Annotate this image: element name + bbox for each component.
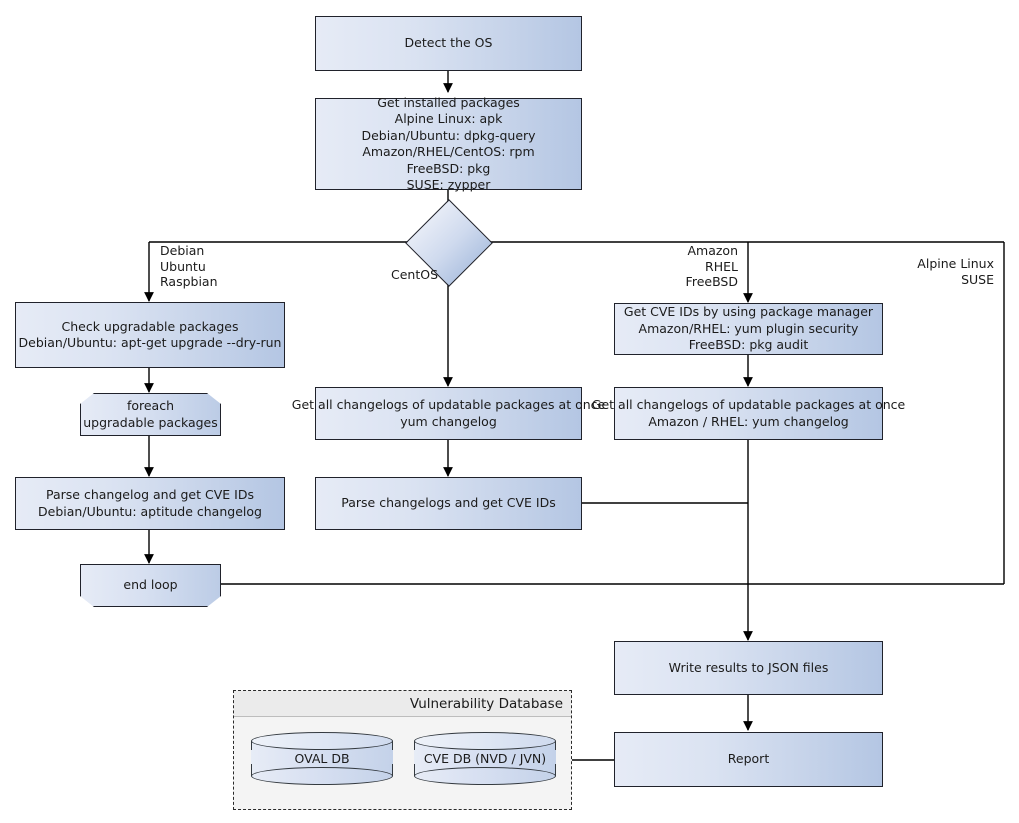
node-detect-the-os[interactable]: Detect the OS <box>315 16 582 71</box>
node-label-multiline: Get CVE IDs by using package manager Ama… <box>623 304 874 353</box>
cylinder-cap <box>251 750 393 764</box>
node-foreach-upgradable-packages[interactable]: foreach upgradable packages <box>80 393 221 436</box>
branch-label-centos: CentOS <box>390 267 438 282</box>
node-label: end loop <box>123 577 178 593</box>
node-check-upgradable-packages[interactable]: Check upgradable packages Debian/Ubuntu:… <box>15 302 285 368</box>
branch-label-amazon: Amazon RHEL FreeBSD <box>685 243 738 289</box>
db-cylinder-cve[interactable]: CVE DB (NVD / JVN) <box>414 732 556 785</box>
node-write-results-json[interactable]: Write results to JSON files <box>614 641 883 695</box>
node-parse-changelogs-centos[interactable]: Parse changelogs and get CVE IDs <box>315 477 582 530</box>
cylinder-bottom <box>251 767 393 785</box>
node-label: Report <box>727 751 770 767</box>
node-label-multiline: Get installed packages Alpine Linux: apk… <box>361 94 536 193</box>
node-get-cve-ids-package-manager[interactable]: Get CVE IDs by using package manager Ama… <box>614 303 883 355</box>
node-label: Write results to JSON files <box>668 659 829 675</box>
cylinder-bottom <box>414 767 556 785</box>
node-get-installed-packages[interactable]: Get installed packages Alpine Linux: apk… <box>315 95 582 192</box>
cylinder-top <box>414 732 556 750</box>
branch-label-alpine: Alpine Linux SUSE <box>917 256 994 287</box>
db-label: CVE DB (NVD / JVN) <box>423 751 547 766</box>
group-vulnerability-database: Vulnerability Database OVAL DB CVE DB (N… <box>233 690 572 810</box>
node-report[interactable]: Report <box>614 732 883 787</box>
node-end-loop[interactable]: end loop <box>80 564 221 607</box>
db-cylinder-oval[interactable]: OVAL DB <box>251 732 393 785</box>
cylinder-cap <box>414 750 556 764</box>
node-parse-changelog-debian[interactable]: Parse changelog and get CVE IDs Debian/U… <box>15 477 285 530</box>
node-label-multiline: Check upgradable packages Debian/Ubuntu:… <box>18 318 282 351</box>
node-get-changelogs-rhel[interactable]: Get all changelogs of updatable packages… <box>592 387 905 440</box>
group-title: Vulnerability Database <box>234 691 571 717</box>
node-get-changelogs-centos[interactable]: Get all changelogs of updatable packages… <box>292 387 605 440</box>
db-label: OVAL DB <box>294 751 350 766</box>
node-label-multiline: Get all changelogs of updatable packages… <box>291 397 606 429</box>
node-label-multiline: Get all changelogs of updatable packages… <box>591 397 906 429</box>
node-label-multiline: Parse changelog and get CVE IDs Debian/U… <box>38 487 262 519</box>
cylinder-top <box>251 732 393 750</box>
branch-label-debian: Debian Ubuntu Raspbian <box>160 243 218 289</box>
node-label: Detect the OS <box>404 35 493 51</box>
node-label: Parse changelogs and get CVE IDs <box>341 495 556 511</box>
node-label-multiline: foreach upgradable packages <box>83 398 218 430</box>
